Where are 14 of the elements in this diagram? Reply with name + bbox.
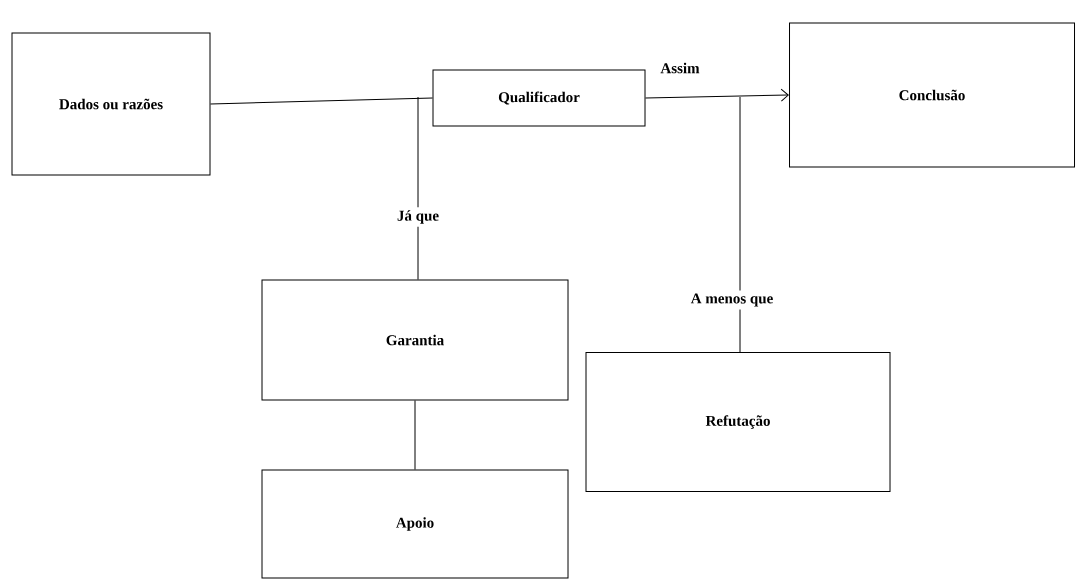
text-box: Refutação xyxy=(585,352,891,492)
connector xyxy=(417,96,419,280)
text-box: Garantia xyxy=(261,279,569,401)
text-box: Apoio xyxy=(261,469,569,579)
connector xyxy=(210,97,433,105)
text-box: Qualificador xyxy=(432,69,646,127)
edge-label: A menos que xyxy=(687,290,777,310)
connector xyxy=(414,400,416,470)
text-box: Dados ou razões xyxy=(11,32,211,176)
text-box: Conclusão xyxy=(789,22,1075,168)
edge-label: Já que xyxy=(393,207,443,227)
connector xyxy=(645,88,789,102)
connector xyxy=(739,96,741,353)
edge-label: Assim xyxy=(660,62,700,74)
